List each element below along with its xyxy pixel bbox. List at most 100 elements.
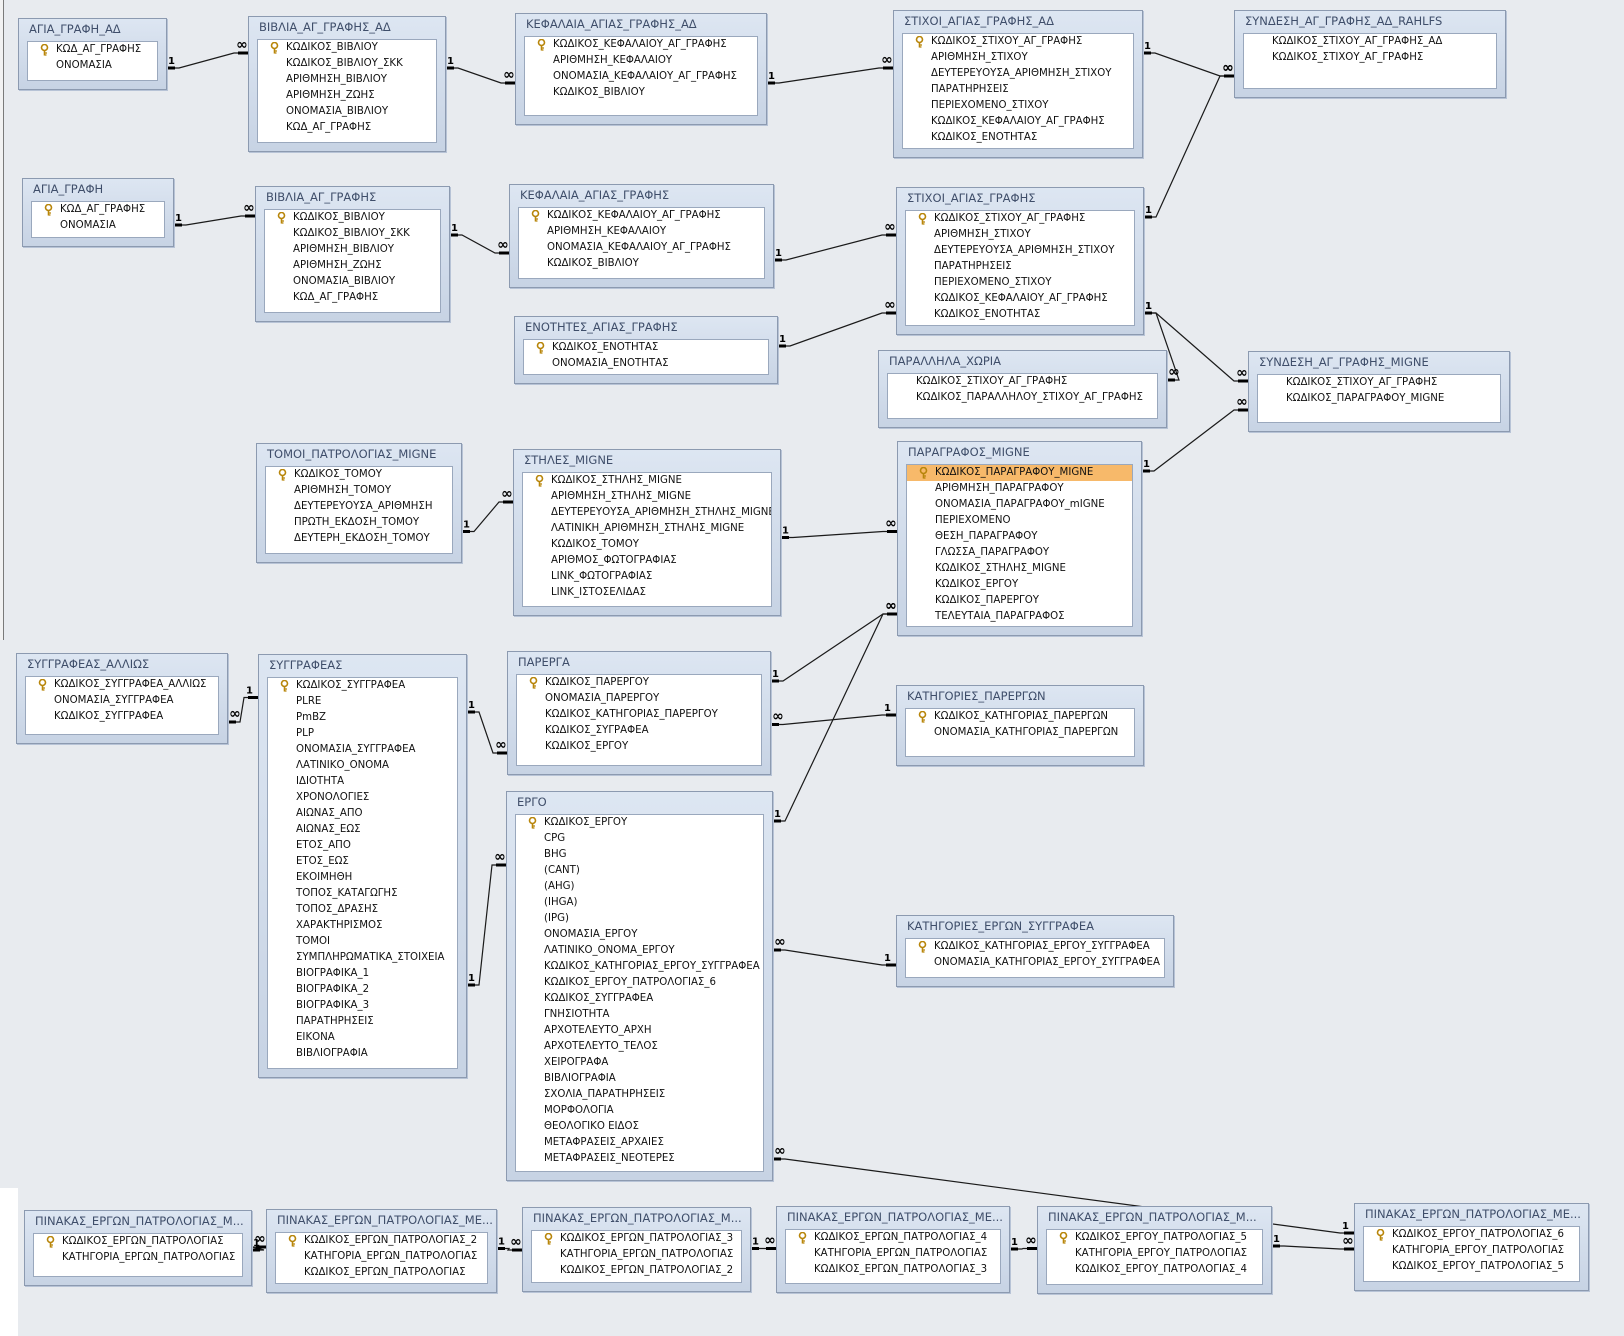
field-row[interactable]: ΒΙΟΓΡΑΦΙΚΑ_2	[268, 982, 457, 998]
field-row[interactable]: ΚΩΔΙΚΟΣ_ΕΡΓΟΥ_ΠΑΤΡΟΛΟΓΙΑΣ_4	[1047, 1262, 1262, 1278]
field-row[interactable]: ΟΝΟΜΑΣΙΑ_ΚΑΤΗΓΟΡΙΑΣ_ΕΡΓΟΥ_ΣΥΓΓΡΑΦΕΑ	[906, 955, 1164, 971]
field-row[interactable]: ΚΩΔΙΚΟΣ_ΒΙΒΛΙΟΥ_ΣΚΚ	[265, 226, 440, 242]
field-row[interactable]: ΟΝΟΜΑΣΙΑ_ΒΙΒΛΙΟΥ	[258, 104, 436, 120]
table-title[interactable]: ΠΙΝΑΚΑΣ_ΕΡΓΩΝ_ΠΑΤΡΟΛΟΓΙΑΣ_Μ...	[1048, 1210, 1257, 1224]
field-row[interactable]: BHG	[516, 847, 763, 863]
primary-key-field[interactable]: ΚΩΔΙΚΟΣ_ΕΡΓΩΝ_ΠΑΤΡΟΛΟΓΙΑΣ_3	[532, 1231, 741, 1247]
primary-key-field[interactable]: ΚΩΔ_ΑΓ_ΓΡΑΦΗΣ	[28, 42, 157, 58]
primary-key-field[interactable]: ΚΩΔΙΚΟΣ_ΕΡΓΟΥ_ΠΑΤΡΟΛΟΓΙΑΣ_5	[1047, 1230, 1262, 1246]
field-row[interactable]: ΛΑΤΙΝΙΚΗ_ΑΡΙΘΜΗΣΗ_ΣΤΗΛΗΣ_MIGNE	[523, 521, 771, 537]
field-row[interactable]: ΕΙΚΟΝΑ	[268, 1030, 457, 1046]
field-row[interactable]: ΠΕΡΙΕΧΟΜΕΝΟ_ΣΤΙΧΟΥ	[906, 275, 1134, 291]
field-row[interactable]: ΚΩΔΙΚΟΣ_ΒΙΒΛΙΟΥ	[525, 85, 757, 101]
field-row[interactable]: ΟΝΟΜΑΣΙΑ	[28, 58, 157, 74]
table-title[interactable]: ΠΙΝΑΚΑΣ_ΕΡΓΩΝ_ΠΑΤΡΟΛΟΓΙΑΣ_ΜΕ...	[787, 1210, 1003, 1224]
field-row[interactable]: ΚΩΔΙΚΟΣ_ΣΤΙΧΟΥ_ΑΓ_ΓΡΑΦΗΣ	[1244, 50, 1496, 66]
field-row[interactable]: ΔΕΥΤΕΡΕΥΟΥΣΑ_ΑΡΙΘΜΗΣΗ_ΣΤΗΛΗΣ_MIGNE	[523, 505, 771, 521]
primary-key-field[interactable]: ΚΩΔΙΚΟΣ_ΣΥΓΓΡΑΦΕΑ_ΑΛΛΙΩΣ	[26, 677, 218, 693]
primary-key-field[interactable]: ΚΩΔΙΚΟΣ_ΚΑΤΗΓΟΡΙΑΣ_ΕΡΓΟΥ_ΣΥΓΓΡΑΦΕΑ	[906, 939, 1164, 955]
field-row[interactable]: ΚΩΔΙΚΟΣ_ΕΡΓΩΝ_ΠΑΤΡΟΛΟΓΙΑΣ_2	[532, 1263, 741, 1279]
field-row[interactable]: ΚΩΔΙΚΟΣ_ΚΕΦΑΛΑΙΟΥ_ΑΓ_ΓΡΑΦΗΣ	[906, 291, 1134, 307]
field-row[interactable]: ΑΡΙΘΜΗΣΗ_ΒΙΒΛΙΟΥ	[265, 242, 440, 258]
field-row[interactable]: ΜΕΤΑΦΡΑΣΕΙΣ_ΝΕΟΤΕΡΕΣ	[516, 1151, 763, 1167]
field-row[interactable]: ΓΛΩΣΣΑ_ΠΑΡΑΓΡΑΦΟΥ	[907, 545, 1132, 561]
primary-key-field[interactable]: ΚΩΔΙΚΟΣ_ΠΑΡΑΓΡΑΦΟΥ_MIGNE	[907, 465, 1132, 481]
primary-key-field[interactable]: ΚΩΔΙΚΟΣ_ΚΕΦΑΛΑΙΟΥ_ΑΓ_ΓΡΑΦΗΣ	[525, 37, 757, 53]
field-row[interactable]: ΒΙΒΛΙΟΓΡΑΦΙΑ	[268, 1046, 457, 1062]
table-t24[interactable]: ΠΙΝΑΚΑΣ_ΕΡΓΩΝ_ΠΑΤΡΟΛΟΓΙΑΣ_Μ... ΚΩΔΙΚΟΣ_ΕΡ…	[522, 1207, 751, 1292]
field-row[interactable]: ΚΩΔΙΚΟΣ_ΕΡΓΩΝ_ΠΑΤΡΟΛΟΓΙΑΣ_3	[786, 1262, 1000, 1278]
field-row[interactable]: ΚΑΤΗΓΟΡΙΑ_ΕΡΓΩΝ_ΠΑΤΡΟΛΟΓΙΑΣ	[34, 1250, 242, 1266]
field-row[interactable]: ΜΕΤΑΦΡΑΣΕΙΣ_ΑΡΧΑΙΕΣ	[516, 1135, 763, 1151]
field-row[interactable]: ΟΝΟΜΑΣΙΑ_ΚΑΤΗΓΟΡΙΑΣ_ΠΑΡΕΡΓΩΝ	[906, 725, 1134, 741]
field-row[interactable]: ΚΩΔΙΚΟΣ_ΠΑΡΑΛΛΗΛΟΥ_ΣΤΙΧΟΥ_ΑΓ_ΓΡΑΦΗΣ	[888, 390, 1157, 406]
field-row[interactable]: ΟΝΟΜΑΣΙΑ_ΠΑΡΑΓΡΑΦΟΥ_mIGNE	[907, 497, 1132, 513]
field-row[interactable]: ΜΟΡΦΟΛΟΓΙΑ	[516, 1103, 763, 1119]
field-row[interactable]: ΚΩΔ_ΑΓ_ΓΡΑΦΗΣ	[265, 290, 440, 306]
field-row[interactable]: ΚΩΔΙΚΟΣ_ΣΥΓΡΑΦΕΑ	[517, 723, 761, 739]
field-row[interactable]: ΘΕΣΗ_ΠΑΡΑΓΡΑΦΟΥ	[907, 529, 1132, 545]
primary-key-field[interactable]: ΚΩΔΙΚΟΣ_ΚΑΤΗΓΟΡΙΑΣ_ΠΑΡΕΡΓΩΝ	[906, 709, 1134, 725]
table-title[interactable]: ΒΙΒΛΙΑ_ΑΓ_ΓΡΑΦΗΣ_ΑΔ	[259, 20, 391, 34]
table-title[interactable]: ΠΙΝΑΚΑΣ_ΕΡΓΩΝ_ΠΑΤΡΟΛΟΓΙΑΣ_ΜΕ...	[277, 1213, 493, 1227]
field-row[interactable]: ΑΙΩΝΑΣ_ΕΩΣ	[268, 822, 457, 838]
table-t25[interactable]: ΠΙΝΑΚΑΣ_ΕΡΓΩΝ_ΠΑΤΡΟΛΟΓΙΑΣ_ΜΕ... ΚΩΔΙΚΟΣ_Ε…	[776, 1206, 1010, 1293]
field-row[interactable]: ΚΩΔΙΚΟΣ_ΕΡΓΩΝ_ΠΑΤΡΟΛΟΓΙΑΣ	[276, 1265, 487, 1281]
table-title[interactable]: ΠΙΝΑΚΑΣ_ΕΡΓΩΝ_ΠΑΤΡΟΛΟΓΙΑΣ_ΜΕ...	[1365, 1207, 1581, 1221]
field-row[interactable]: ΟΝΟΜΑΣΙΑ	[32, 218, 164, 234]
field-row[interactable]: ΑΡΧΟΤΕΛΕΥΤΟ_ΤΕΛΟΣ	[516, 1039, 763, 1055]
field-row[interactable]: ΚΩΔΙΚΟΣ_ΣΤΙΧΟΥ_ΑΓ_ΓΡΑΦΗΣ	[1258, 375, 1500, 391]
field-row[interactable]: ΚΑΤΗΓΟΡΙΑ_ΕΡΓΟΥ_ΠΑΤΡΟΛΟΓΙΑΣ	[1364, 1243, 1579, 1259]
table-title[interactable]: ΚΕΦΑΛΑΙΑ_ΑΓΙΑΣ_ΓΡΑΦΗΣ	[520, 188, 670, 202]
primary-key-field[interactable]: ΚΩΔ_ΑΓ_ΓΡΑΦΗΣ	[32, 202, 164, 218]
field-row[interactable]: ΚΩΔΙΚΟΣ_ΕΡΓΟΥ	[907, 577, 1132, 593]
primary-key-field[interactable]: ΚΩΔΙΚΟΣ_ΒΙΒΛΙΟΥ	[265, 210, 440, 226]
field-row[interactable]: ΚΩΔΙΚΟΣ_ΕΝΟΤΗΤΑΣ	[903, 130, 1133, 146]
field-row[interactable]: ΚΑΤΗΓΟΡΙΑ_ΕΡΓΟΥ_ΠΑΤΡΟΛΟΓΙΑΣ	[1047, 1246, 1262, 1262]
table-title[interactable]: ΑΓΙΑ_ΓΡΑΦΗ_ΑΔ	[29, 22, 121, 36]
table-title[interactable]: ΠΙΝΑΚΑΣ_ΕΡΓΩΝ_ΠΑΤΡΟΛΟΓΙΑΣ_Μ...	[533, 1211, 742, 1225]
field-row[interactable]: ΟΝΟΜΑΣΙΑ_ΠΑΡΕΡΓΟΥ	[517, 691, 761, 707]
field-row[interactable]: ΒΙΟΓΡΑΦΙΚΑ_1	[268, 966, 457, 982]
primary-key-field[interactable]: ΚΩΔΙΚΟΣ_ΣΤΙΧΟΥ_ΑΓ_ΓΡΑΦΗΣ	[906, 211, 1134, 227]
table-t8[interactable]: ΚΕΦΑΛΑΙΑ_ΑΓΙΑΣ_ΓΡΑΦΗΣ ΚΩΔΙΚΟΣ_ΚΕΦΑΛΑΙΟΥ_Α…	[509, 184, 774, 288]
field-row[interactable]: ΟΝΟΜΑΣΙΑ_ΚΕΦΑΛΑΙΟΥ_ΑΓ_ΓΡΑΦΗΣ	[525, 69, 757, 85]
primary-key-field[interactable]: ΚΩΔΙΚΟΣ_ΠΑΡΕΡΓΟΥ	[517, 675, 761, 691]
field-row[interactable]: PmBZ	[268, 710, 457, 726]
field-row[interactable]: ΚΑΤΗΓΟΡΙΑ_ΕΡΓΩΝ_ΠΑΤΡΟΛΟΓΙΑΣ	[532, 1247, 741, 1263]
primary-key-field[interactable]: ΚΩΔΙΚΟΣ_ΕΡΓΟΥ_ΠΑΤΡΟΛΟΓΙΑΣ_6	[1364, 1227, 1579, 1243]
field-row[interactable]: ΤΟΠΟΣ_ΔΡΑΣΗΣ	[268, 902, 457, 918]
field-row[interactable]: ΟΝΟΜΑΣΙΑ_ΒΙΒΛΙΟΥ	[265, 274, 440, 290]
field-row[interactable]: ΚΩΔΙΚΟΣ_ΠΑΡΑΓΡΑΦΟΥ_MIGNE	[1258, 391, 1500, 407]
field-row[interactable]: (IPG)	[516, 911, 763, 927]
table-title[interactable]: ΣΤΗΛΕΣ_MIGNE	[524, 453, 614, 467]
field-row[interactable]: ΚΩΔΙΚΟΣ_ΣΥΓΓΡΑΦΕΑ	[26, 709, 218, 725]
field-row[interactable]: ΚΩΔΙΚΟΣ_ΕΡΓΟΥ_ΠΑΤΡΟΛΟΓΙΑΣ_5	[1364, 1259, 1579, 1275]
field-row[interactable]: ΕΤΟΣ_ΕΩΣ	[268, 854, 457, 870]
field-row[interactable]: ΚΩΔΙΚΟΣ_ΒΙΒΛΙΟΥ_ΣΚΚ	[258, 56, 436, 72]
field-row[interactable]: ΚΩΔΙΚΟΣ_ΚΑΤΗΓΟΡΙΑΣ_ΠΑΡΕΡΓΟΥ	[517, 707, 761, 723]
primary-key-field[interactable]: ΚΩΔΙΚΟΣ_ΣΤΙΧΟΥ_ΑΓ_ΓΡΑΦΗΣ	[903, 34, 1133, 50]
field-row[interactable]: LINK_ΙΣΤΟΣΕΛΙΔΑΣ	[523, 585, 771, 601]
